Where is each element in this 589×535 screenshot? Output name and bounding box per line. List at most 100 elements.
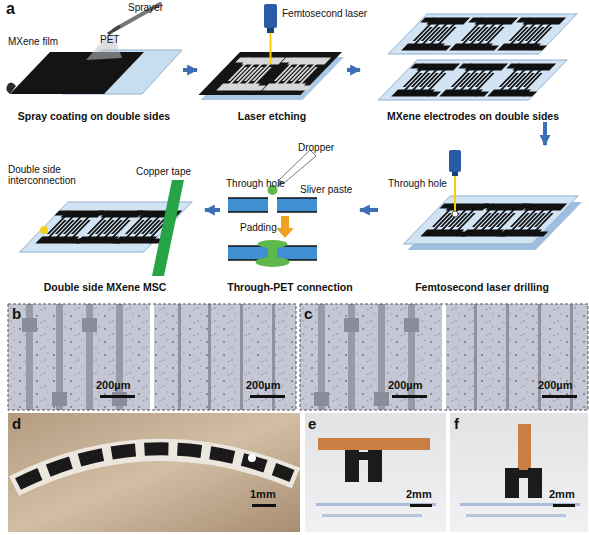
flow-arrow	[347, 68, 360, 72]
through-pet-illustration-part	[277, 246, 317, 260]
laser-drilling-illustration-part	[404, 196, 582, 244]
laser-etching-illustration-part-part	[255, 58, 338, 90]
part-label: Sliver paste	[300, 184, 352, 195]
laser-drilling-illustration-part-part	[404, 196, 578, 244]
step-caption: Laser etching	[238, 110, 306, 122]
bending-photo-part	[252, 504, 276, 507]
laser-etching-illustration-part	[267, 28, 274, 33]
scale-bar-text: 200µm	[96, 379, 130, 391]
through-pet-illustration-part	[258, 240, 288, 248]
process-step: MXene electrodes on double sides	[360, 0, 586, 122]
micrograph-panel	[300, 304, 588, 410]
double-side-msc-illustration-part	[40, 226, 48, 234]
micrograph-panel-part	[22, 318, 37, 332]
panel-letter: d	[12, 416, 21, 433]
panel-letter: c	[304, 306, 312, 323]
through-pet-illustration	[228, 150, 317, 267]
micrograph-panel-part	[404, 318, 419, 332]
double-side-electrodes-illustration	[378, 14, 577, 100]
double-side-electrodes-illustration-part-part	[378, 60, 567, 100]
micrograph-panel-part	[300, 304, 588, 410]
panel-letter: f	[454, 416, 459, 433]
double-side-electrodes-illustration-part-part	[490, 18, 573, 50]
through-pet-illustration-part	[228, 246, 268, 260]
step-caption: Double side MXene MSC	[44, 281, 167, 293]
micrograph-panel-part	[506, 304, 509, 410]
laser-etching-illustration-part	[270, 33, 272, 64]
micrograph-panel-part	[272, 304, 275, 410]
laser-drilling-illustration	[404, 150, 582, 250]
double-side-msc-illustration-part	[152, 180, 184, 276]
micrograph-panel-part	[314, 392, 329, 406]
double-side-msc-illustration	[20, 180, 198, 276]
flow-arrow	[205, 208, 220, 212]
device-photo-part	[318, 438, 430, 450]
bending-photo-part	[18, 449, 292, 484]
double-side-electrodes-illustration-part	[378, 60, 567, 100]
micrograph-panel-part	[82, 318, 97, 332]
spray-coating-illustration	[6, 4, 182, 94]
scale-bar-text: 200µm	[538, 379, 572, 391]
double-side-electrodes-illustration-part-part	[388, 14, 577, 54]
through-pet-illustration-part	[276, 216, 294, 238]
part-label: Through hole	[388, 178, 447, 189]
through-pet-illustration-part	[277, 198, 317, 212]
micrograph-panel-part	[8, 304, 296, 410]
step-caption: MXene electrodes on double sides	[387, 110, 559, 122]
through-pet-illustration-part	[256, 257, 290, 267]
device-photo-part	[450, 413, 588, 532]
device-photo	[450, 413, 588, 532]
device-photo-part	[460, 503, 580, 506]
part-label: Padding	[240, 222, 277, 233]
micrograph-panel-part	[542, 395, 577, 398]
device-photo-part	[305, 413, 446, 532]
flow-arrow	[360, 208, 378, 212]
process-step: Through-PET connection	[220, 135, 360, 293]
scale-bar-text: 200µm	[246, 379, 280, 391]
laser-drilling-illustration-part	[452, 211, 458, 217]
micrograph-panel-part	[100, 395, 135, 398]
part-label: Double side interconnection	[8, 164, 90, 186]
part-label: Femtosecond laser	[282, 8, 367, 19]
micrograph-panel-part	[250, 395, 285, 398]
spray-coating-illustration-part	[6, 82, 16, 94]
micrograph-panel-part	[208, 304, 211, 410]
step-caption: Through-PET connection	[227, 281, 352, 293]
laser-drilling-illustration-part	[454, 176, 456, 212]
step-caption: Femtosecond laser drilling	[415, 281, 549, 293]
spray-coating-illustration-part	[86, 30, 122, 60]
double-side-msc-illustration-part-part	[106, 211, 189, 243]
device-photo-part	[345, 452, 382, 460]
panel-letter: b	[12, 306, 21, 323]
micrograph-panel	[8, 304, 296, 410]
flow-arrow	[183, 68, 197, 72]
bending-photo-part	[248, 454, 256, 462]
device-photo-part	[322, 514, 422, 517]
micrograph-panel-part	[442, 304, 446, 410]
device-photo	[305, 413, 446, 532]
process-step: Femtosecond laser drilling	[378, 145, 586, 293]
micrograph-panel-part	[474, 304, 477, 410]
scale-bar-text: 2mm	[406, 488, 432, 500]
micrograph-panel-part	[240, 304, 243, 410]
laser-drilling-illustration-part	[449, 150, 461, 172]
device-photo-part	[518, 424, 531, 470]
micrograph-panel-part	[538, 304, 541, 410]
micrograph-panel-part	[300, 304, 588, 410]
part-label: Sprayer	[128, 2, 163, 13]
device-photo-part	[316, 503, 436, 506]
micrograph-panel-part	[570, 304, 573, 410]
laser-drilling-illustration-part-part	[491, 204, 574, 236]
scale-bar-text: 200µm	[388, 379, 422, 391]
scale-bar-text: 2mm	[549, 488, 575, 500]
micrograph-panel-part	[374, 392, 389, 406]
double-side-electrodes-illustration-part-part	[480, 64, 563, 96]
part-label: Dropper	[298, 142, 334, 153]
laser-etching-illustration-part	[264, 4, 277, 28]
through-pet-illustration-part	[228, 198, 268, 212]
micrograph-panel-part	[392, 395, 427, 398]
micrograph-panel-part	[112, 392, 127, 406]
device-photo-part	[410, 504, 432, 507]
part-label: MXene film	[8, 36, 58, 47]
